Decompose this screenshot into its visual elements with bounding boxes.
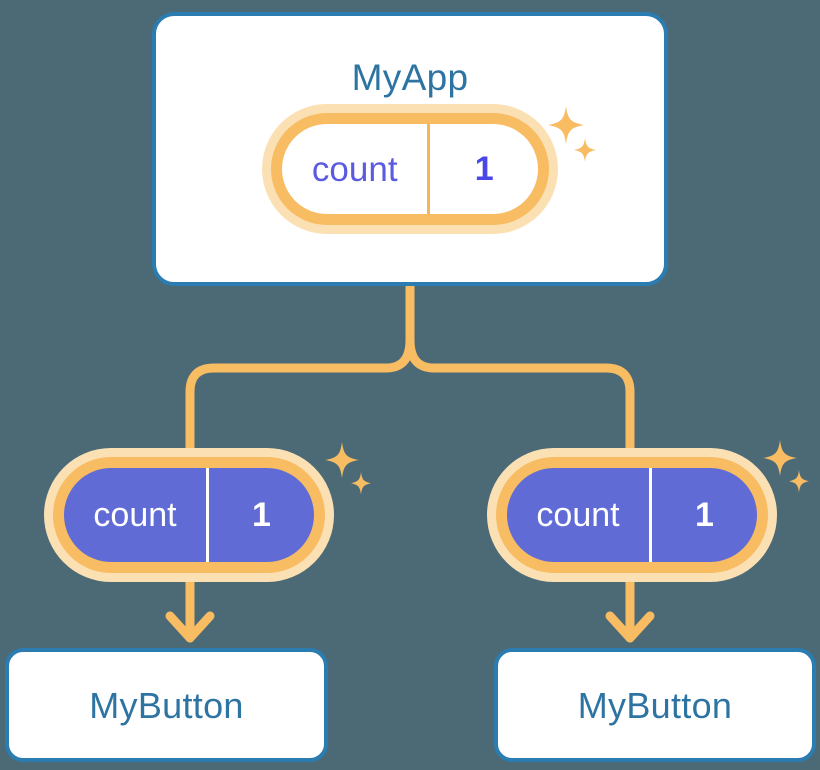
state-pill-myapp[interactable]: count 1 xyxy=(262,104,558,234)
state-pill-value: 1 xyxy=(252,496,271,534)
component-label-mybutton-left: MyButton xyxy=(89,685,244,726)
state-pill-body: count 1 xyxy=(282,124,538,214)
component-card-mybutton-right[interactable]: MyButton xyxy=(494,648,816,762)
component-label-mybutton-right: MyButton xyxy=(577,685,733,726)
state-pill-key: count xyxy=(64,468,209,562)
connector-arrow-right-head xyxy=(605,611,655,643)
connector-branch-right xyxy=(405,335,635,455)
state-pill-body: count 1 xyxy=(64,468,314,562)
component-card-mybutton-left[interactable]: MyButton xyxy=(5,648,328,762)
state-pill-value: 1 xyxy=(695,496,714,534)
state-pill-child-left[interactable]: count 1 xyxy=(44,448,334,582)
connector-arrow-left-head xyxy=(165,611,215,643)
state-pill-key: count xyxy=(282,124,431,214)
state-pill-child-right[interactable]: count 1 xyxy=(487,448,777,582)
state-pill-key: count xyxy=(507,468,652,562)
state-pill-body: count 1 xyxy=(507,468,757,562)
connector-branch-left xyxy=(185,335,415,455)
state-pill-value: 1 xyxy=(474,150,494,188)
component-label-myapp: MyApp xyxy=(351,57,469,98)
